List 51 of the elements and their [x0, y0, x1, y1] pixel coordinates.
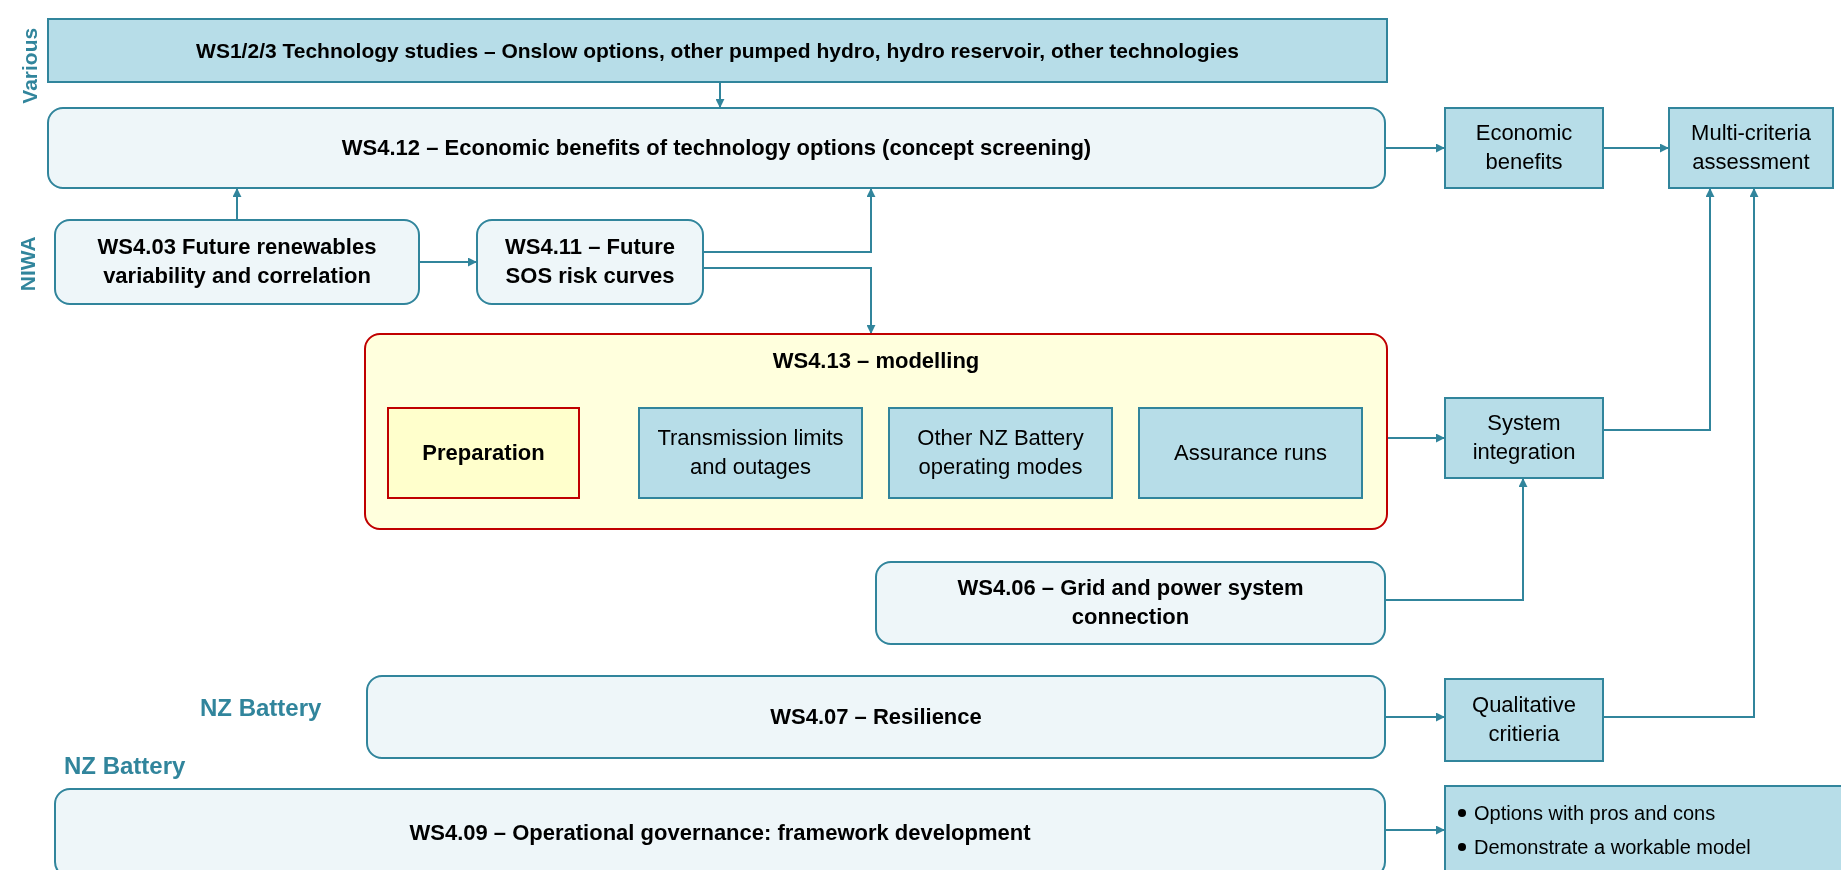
arrow — [703, 188, 876, 253]
study-box — [47, 18, 1388, 83]
bullet-item: Options with pros and cons — [1474, 801, 1716, 826]
workstream-box — [875, 561, 1386, 645]
output-box — [1668, 107, 1834, 189]
output-box — [1444, 678, 1604, 762]
task-box — [1138, 407, 1363, 499]
team-label: Various — [17, 27, 43, 104]
bullet-item: Demonstrate a workable model — [1474, 835, 1751, 860]
arrow — [1385, 712, 1445, 722]
box-text: Transmission limits and outages — [656, 424, 845, 481]
arrow — [1385, 825, 1445, 835]
arrow — [1603, 188, 1715, 431]
arrow — [715, 82, 725, 108]
task-box — [387, 407, 580, 499]
arrow — [1603, 143, 1669, 153]
outcome-box — [1444, 785, 1841, 870]
box-text: WS4.11 – Future SOS risk curves — [504, 233, 676, 290]
box-text: Other NZ Battery operating modes — [916, 424, 1085, 481]
arrow — [419, 257, 477, 267]
box-text: Assurance runs — [1174, 438, 1327, 467]
task-box — [888, 407, 1113, 499]
modelling-panel — [364, 333, 1388, 530]
box-text: Multi-criteria assessment — [1690, 119, 1812, 176]
team-label: NZ Battery — [64, 751, 186, 781]
workstream-box — [476, 219, 704, 305]
arrow — [232, 188, 242, 220]
arrow — [1385, 143, 1445, 153]
box-text: WS4.06 – Grid and power system connection — [956, 574, 1305, 631]
workstream-box — [54, 219, 420, 305]
box-text: System integration — [1471, 409, 1577, 466]
panel-title: WS4.13 – modelling — [772, 347, 980, 375]
box-text: Economic benefits — [1474, 119, 1574, 176]
team-label: NIWA — [14, 236, 40, 292]
arrow — [703, 267, 876, 334]
workstream-box — [366, 675, 1386, 759]
box-text: WS4.09 – Operational governance: framework development — [409, 818, 1031, 847]
box-text: WS4.03 Future renewables variability and correlation — [96, 233, 378, 290]
output-box — [1444, 397, 1604, 479]
box-text: WS1/2/3 Technology studies – Onslow options, other pumped hydro, hydro reservoir, other technologies — [196, 37, 1239, 64]
arrow — [1387, 433, 1445, 443]
arrow — [1603, 188, 1759, 718]
task-box — [638, 407, 863, 499]
output-box — [1444, 107, 1604, 189]
box-text: Preparation — [422, 438, 545, 467]
team-label: NZ Battery — [200, 693, 322, 723]
arrow — [1385, 478, 1528, 601]
box-text: WS4.12 – Economic benefits of technology options (concept screening) — [341, 133, 1092, 162]
workstream-box — [47, 107, 1386, 189]
box-text: Qualitative critieria — [1471, 691, 1577, 748]
box-text: WS4.07 – Resilience — [770, 702, 982, 731]
